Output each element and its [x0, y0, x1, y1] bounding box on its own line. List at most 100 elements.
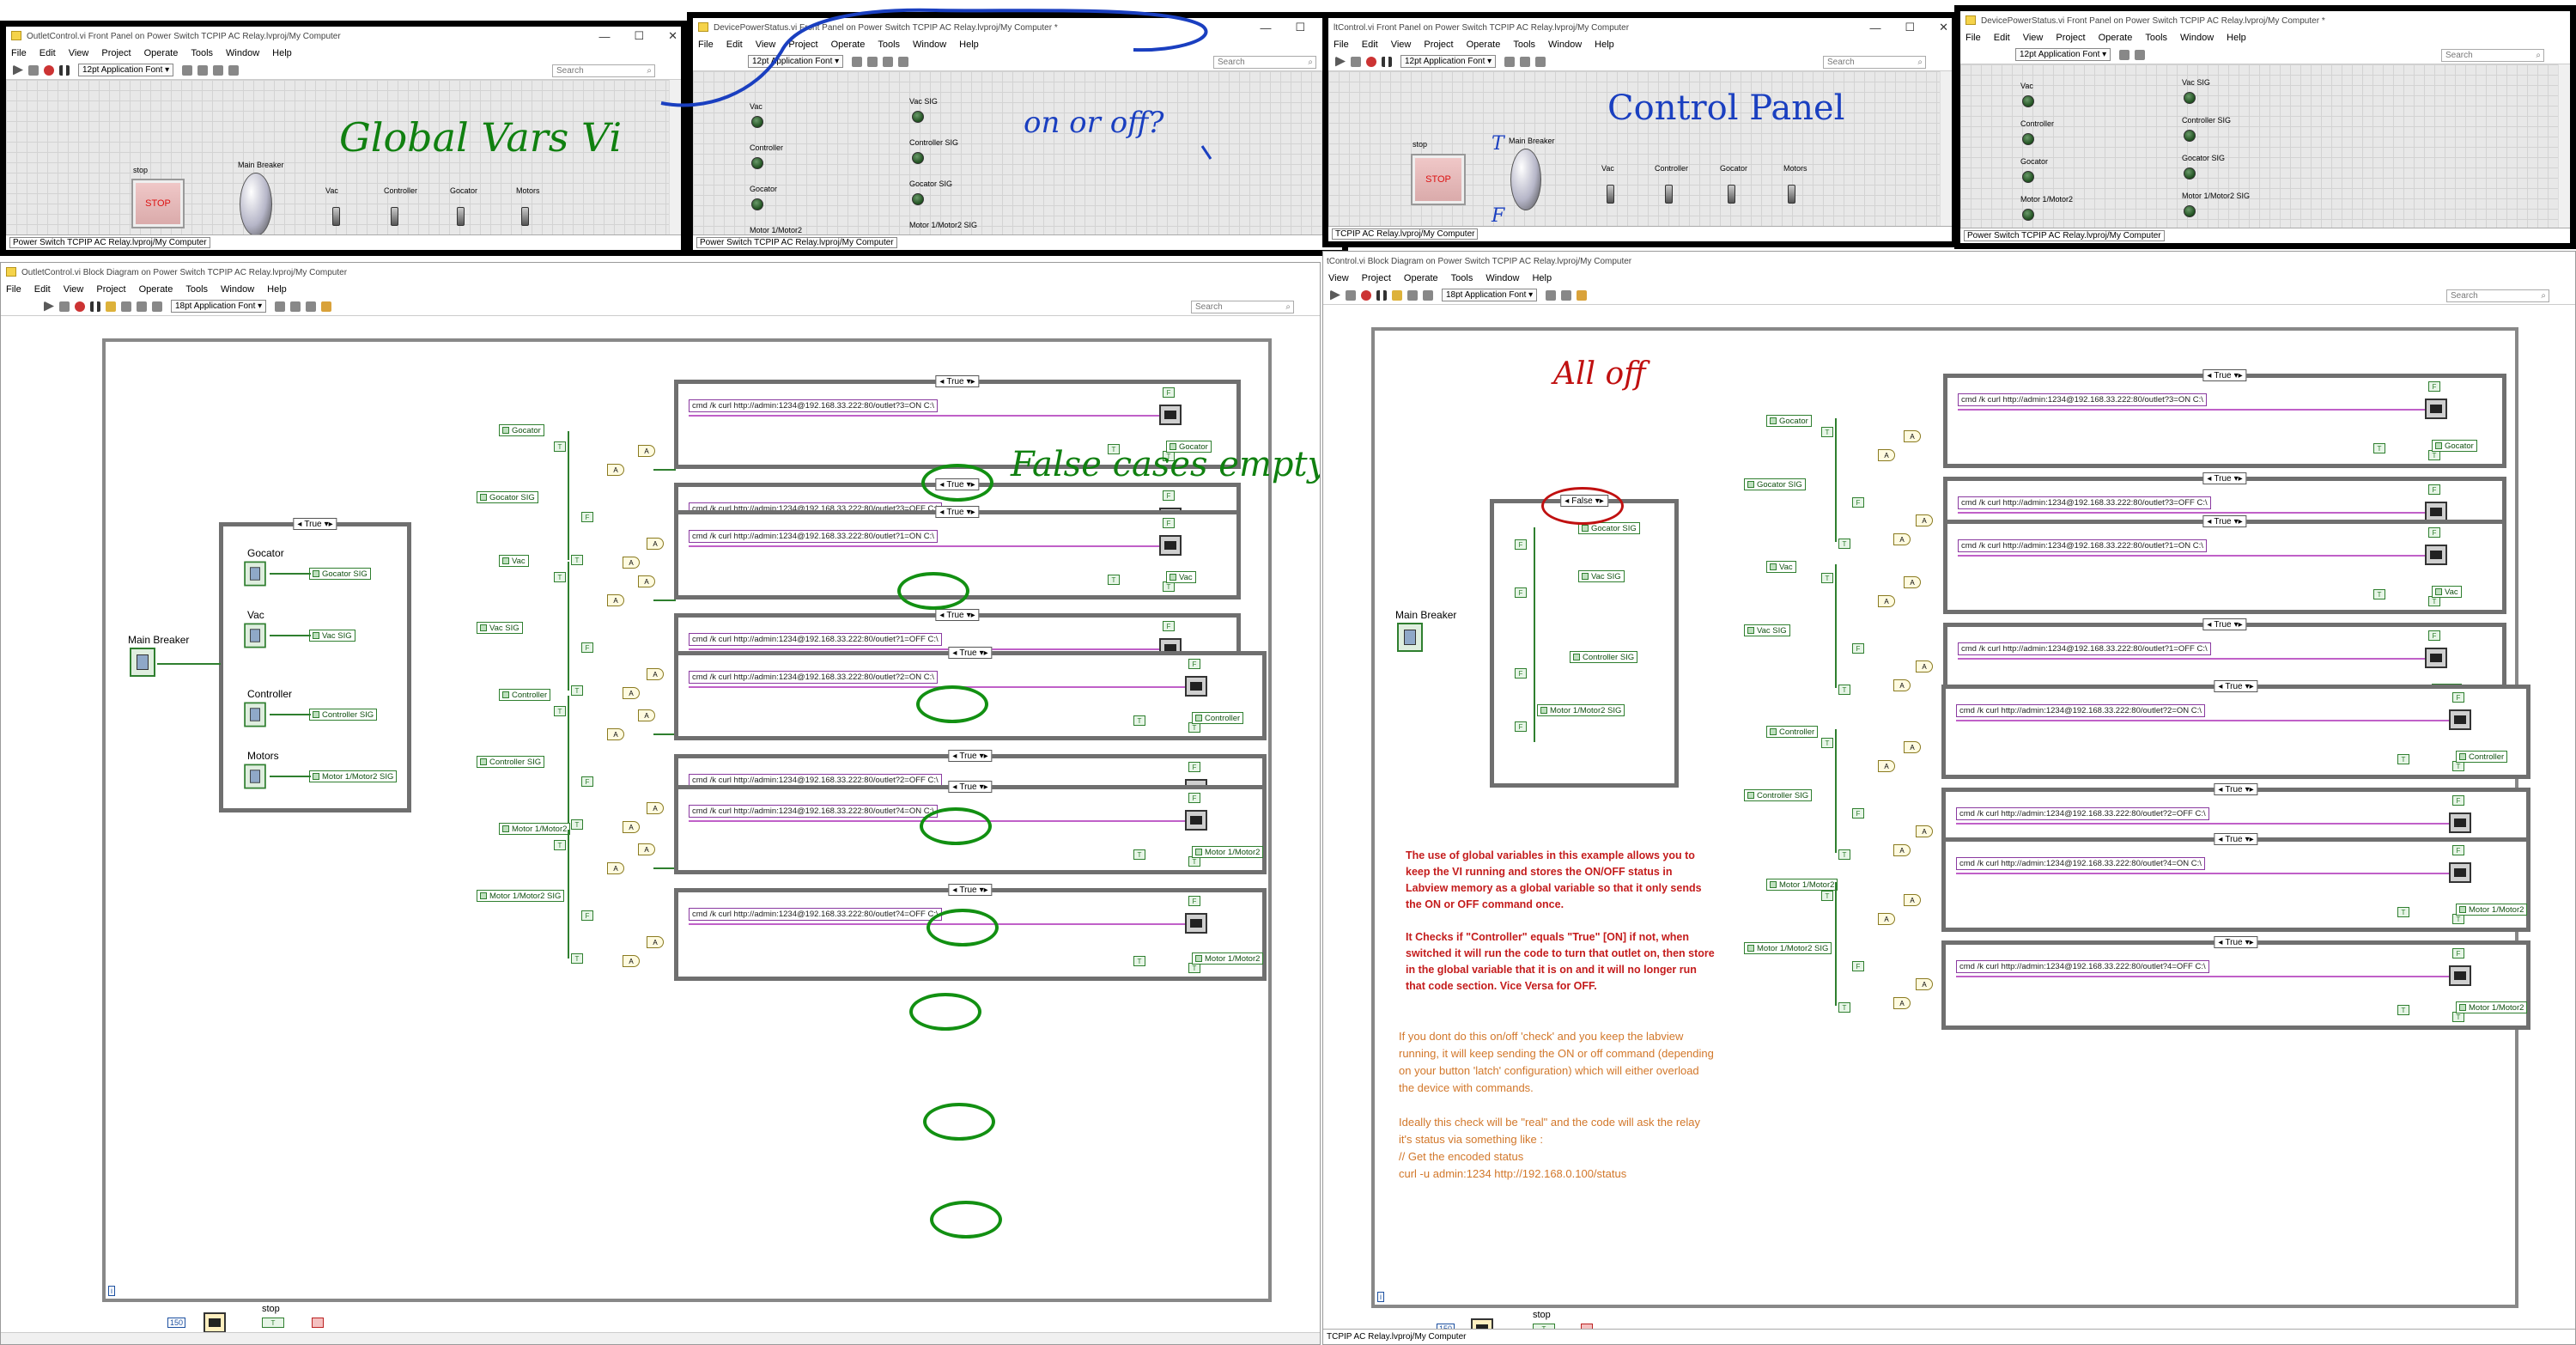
next-case-icon[interactable]: ▾▸	[979, 782, 988, 792]
true-constant[interactable]: T	[1108, 444, 1120, 454]
main-breaker-terminal[interactable]	[130, 648, 155, 677]
and-gate-2[interactable]: A	[1904, 741, 1921, 753]
global-off-write-1[interactable]: Vac SIG	[1578, 570, 1625, 582]
font-selector[interactable]: 12pt Application Font ▾	[78, 64, 174, 76]
bool-false-2[interactable]: F	[581, 776, 593, 787]
search-input[interactable]: Search⌕	[1213, 56, 1316, 69]
case-selector[interactable]: ◂True▾▸	[2202, 618, 2247, 630]
global-read-3[interactable]: Motor 1/Motor2	[1766, 879, 1838, 891]
bool-false-0[interactable]: F	[1852, 497, 1864, 508]
and-gate-off-0[interactable]: A	[1916, 514, 1933, 526]
global-sig-read-1[interactable]: Vac SIG	[477, 622, 523, 634]
search-input[interactable]: Search⌕	[552, 64, 655, 77]
bool-false-3[interactable]: F	[1852, 961, 1864, 971]
run-arrow-icon[interactable]	[13, 64, 23, 76]
menu-view[interactable]: View	[1328, 273, 1349, 283]
next-case-icon[interactable]: ▾▸	[979, 751, 988, 761]
prev-case-icon[interactable]: ◂	[297, 519, 302, 529]
true-constant[interactable]: T	[2397, 1005, 2409, 1015]
global-off-write-0[interactable]: Gocator SIG	[1578, 522, 1640, 534]
command-string-constant[interactable]: cmd /k curl http://admin:1234@192.168.33…	[1958, 539, 2207, 552]
case-selector[interactable]: ◂True▾▸	[2202, 472, 2247, 484]
reorder-icon[interactable]	[306, 301, 317, 312]
and-gate-off-2[interactable]: A	[1893, 844, 1911, 856]
prev-case-icon[interactable]: ◂	[2207, 473, 2212, 484]
false-constant[interactable]: F	[1188, 793, 1200, 803]
bool-true-2[interactable]: T	[1838, 849, 1850, 860]
wait-ms-constant[interactable]: 150	[167, 1318, 186, 1328]
system-exec-node[interactable]	[2425, 545, 2447, 565]
distribute-icon[interactable]	[290, 301, 301, 312]
true-constant[interactable]: T	[1188, 963, 1200, 973]
abort-icon[interactable]	[1366, 56, 1376, 67]
retain-wire-values-icon[interactable]	[1407, 289, 1418, 301]
global-sig-write-1[interactable]: Vac SIG	[309, 630, 355, 642]
global-variable-write[interactable]: Gocator	[2432, 440, 2477, 452]
global-sig-read-3[interactable]: Motor 1/Motor2 SIG	[477, 890, 565, 902]
menu-tools[interactable]: Tools	[1450, 273, 1473, 283]
command-string-constant[interactable]: cmd /k curl http://admin:1234@192.168.33…	[1958, 642, 2211, 655]
search-input[interactable]: Search⌕	[1823, 56, 1926, 69]
next-case-icon[interactable]: ▾▸	[2245, 681, 2254, 691]
wait-node[interactable]	[204, 1312, 226, 1333]
menu-operate[interactable]: Operate	[830, 40, 866, 50]
case-selector[interactable]: ◂True▾▸	[2202, 369, 2247, 381]
and-gate-off-0[interactable]: A	[623, 557, 640, 569]
next-case-icon[interactable]: ▾▸	[2245, 784, 2254, 794]
system-exec-node[interactable]	[1185, 676, 1207, 697]
menu-view[interactable]: View	[68, 48, 89, 58]
bool-not-0[interactable]: T	[1821, 427, 1833, 437]
system-exec-node[interactable]	[1185, 913, 1207, 934]
global-read-3[interactable]: Motor 1/Motor2	[499, 823, 571, 835]
system-exec-node[interactable]	[2425, 399, 2447, 419]
pause-icon[interactable]	[90, 301, 100, 312]
command-string-constant[interactable]: cmd /k curl http://admin:1234@192.168.33…	[689, 805, 938, 818]
and-gate-2[interactable]: A	[607, 728, 624, 740]
false-constant[interactable]: F	[1188, 896, 1200, 906]
false-constant[interactable]: F	[1515, 539, 1527, 550]
false-constant[interactable]: F	[1188, 659, 1200, 669]
distribute-icon[interactable]	[1561, 289, 1572, 301]
prev-case-icon[interactable]: ◂	[952, 751, 957, 761]
global-variable-write[interactable]: Motor 1/Motor2	[1192, 846, 1264, 858]
cleanup-icon[interactable]	[321, 301, 332, 312]
vertical-scrollbar[interactable]	[669, 80, 681, 234]
title-bar[interactable]: tControl.vi Block Diagram on Power Switc…	[1323, 252, 2575, 271]
menu-tools[interactable]: Tools	[185, 284, 209, 295]
vertical-scrollbar[interactable]	[1940, 71, 1952, 226]
title-bar[interactable]: ltControl.vi Front Panel on Power Switch…	[1328, 18, 1952, 37]
font-selector[interactable]: 18pt Application Font ▾	[171, 300, 267, 313]
search-input[interactable]: Search⌕	[1191, 301, 1294, 313]
system-exec-node[interactable]	[2449, 709, 2471, 730]
global-sig-read-0[interactable]: Gocator SIG	[1744, 478, 1806, 490]
global-variable-write[interactable]: Controller	[2456, 751, 2508, 763]
case-selector[interactable]: ◂True▾▸	[948, 884, 993, 896]
and-gate-off-1[interactable]: A	[1893, 679, 1911, 691]
false-constant[interactable]: F	[1163, 387, 1175, 398]
menu-edit[interactable]: Edit	[39, 48, 56, 58]
maximize-icon[interactable]: ☐	[634, 29, 645, 42]
next-case-icon[interactable]: ▾▸	[966, 507, 975, 517]
boolean-local-2[interactable]	[244, 702, 266, 727]
and-gate-0[interactable]: A	[607, 464, 624, 476]
run-continuously-icon[interactable]	[28, 64, 39, 76]
and-gate-3[interactable]: A	[607, 862, 624, 874]
menu-project[interactable]: Project	[1424, 40, 1454, 50]
menu-help[interactable]: Help	[267, 284, 287, 295]
and-gate-2[interactable]: A	[638, 709, 655, 721]
reorder-icon[interactable]	[228, 64, 240, 76]
run-continuously-icon[interactable]	[1351, 56, 1361, 67]
bool-false-3[interactable]: F	[581, 910, 593, 921]
bool-not-3[interactable]: T	[1821, 891, 1833, 901]
next-case-icon[interactable]: ▾▸	[2233, 619, 2243, 630]
command-string-constant[interactable]: cmd /k curl http://admin:1234@192.168.33…	[689, 530, 938, 543]
case-selector[interactable]: ◂True▾▸	[2214, 783, 2258, 795]
false-constant[interactable]: F	[1163, 490, 1175, 501]
outlet-front-panel-window[interactable]: OutletControl.vi Front Panel on Power Sw…	[0, 21, 687, 256]
bool-not-3[interactable]: T	[554, 840, 566, 850]
command-string-constant[interactable]: cmd /k curl http://admin:1234@192.168.33…	[689, 633, 942, 646]
align-icon[interactable]	[182, 64, 193, 76]
and-gate-off-2[interactable]: A	[1916, 825, 1933, 837]
global-sig-read-1[interactable]: Vac SIG	[1744, 624, 1790, 636]
global-variable-write[interactable]: Vac	[1166, 571, 1196, 583]
